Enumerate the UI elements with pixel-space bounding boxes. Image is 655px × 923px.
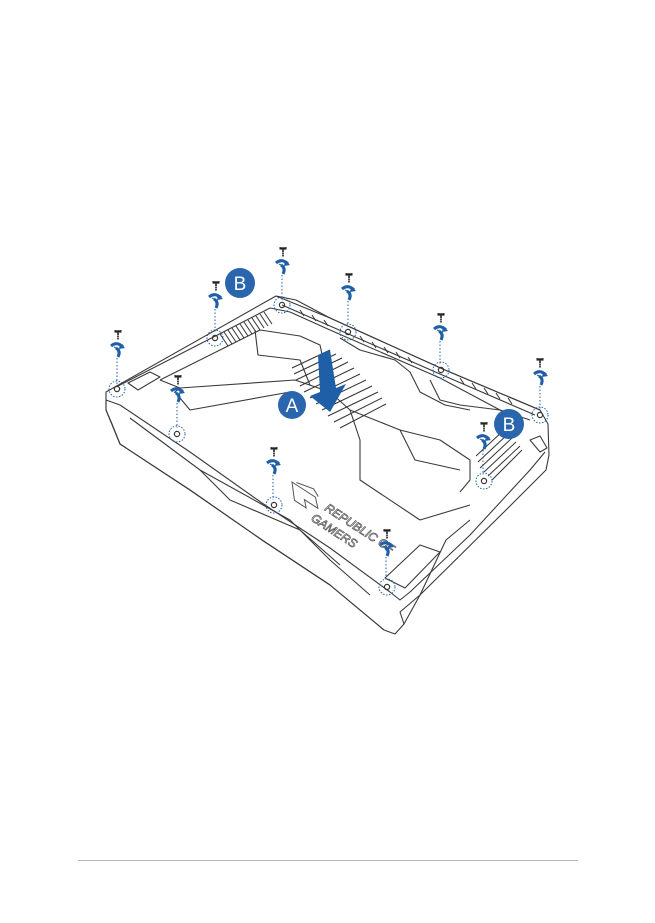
screw-icon bbox=[344, 272, 354, 284]
callout-b-right: B bbox=[494, 409, 524, 439]
screwdriver-arrow-icon bbox=[340, 284, 358, 302]
screw-icon bbox=[436, 312, 446, 324]
screw-6 bbox=[531, 357, 550, 424]
screw-icon bbox=[113, 329, 123, 341]
screwdriver-arrow-icon bbox=[532, 369, 550, 387]
screw-7 bbox=[168, 374, 187, 443]
screwdriver-arrow-icon bbox=[274, 258, 292, 276]
callout-b-right-label: B bbox=[503, 415, 516, 436]
screw-positions bbox=[108, 246, 550, 596]
screw-1 bbox=[108, 329, 127, 398]
screw-5 bbox=[432, 312, 450, 379]
screw-9 bbox=[475, 421, 493, 490]
footer-divider bbox=[78, 860, 578, 861]
callout-b-top: B bbox=[225, 268, 255, 298]
screw-10 bbox=[378, 528, 396, 596]
screw-icon bbox=[211, 280, 221, 292]
screw-icon bbox=[535, 357, 545, 369]
screw-3 bbox=[273, 246, 292, 314]
screw-2 bbox=[206, 280, 225, 347]
vent-grille-top-left bbox=[219, 311, 273, 347]
screw-icon bbox=[278, 246, 288, 258]
callout-b-top-label: B bbox=[234, 274, 247, 295]
downward-arrow-icon bbox=[310, 350, 346, 412]
callout-a: A bbox=[278, 391, 306, 419]
back-edge-ridges bbox=[299, 309, 513, 405]
screwdriver-arrow-icon bbox=[432, 324, 450, 342]
screw-8 bbox=[265, 446, 283, 514]
screw-4 bbox=[339, 272, 358, 341]
screwdriver-arrow-icon bbox=[207, 292, 225, 310]
screwdriver-arrow-icon bbox=[109, 341, 127, 359]
callout-a-label: A bbox=[286, 396, 299, 417]
